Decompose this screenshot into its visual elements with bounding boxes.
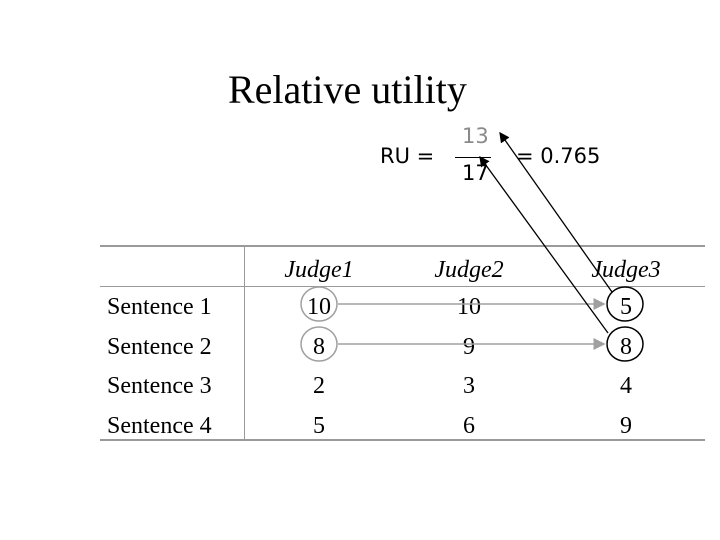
cell-s4-judge2: 6 <box>463 413 475 439</box>
slide-title: Relative utility <box>228 67 467 112</box>
circle-s2-judge3 <box>606 326 644 362</box>
label-column-divider <box>244 247 245 439</box>
cell-s1-judge1: 10 <box>307 294 331 320</box>
ru-numerator: 13 <box>462 124 489 148</box>
cell-s4-judge1: 5 <box>313 413 325 439</box>
circle-s1-judge3 <box>606 286 644 322</box>
cell-s2-judge3: 8 <box>620 334 632 360</box>
circle-s2-judge1 <box>300 326 338 362</box>
arrow-j3-to-numerator <box>499 131 613 293</box>
ru-result: = 0.765 <box>516 144 601 168</box>
cell-s3-judge2: 3 <box>463 373 475 399</box>
cell-s1-judge2: 10 <box>457 294 481 320</box>
row-label-sentence-1: Sentence 1 <box>107 294 212 320</box>
cell-s2-judge2: 9 <box>463 334 475 360</box>
arrow-j3-to-denominator <box>479 155 609 334</box>
header-divider <box>100 286 705 287</box>
circle-s1-judge1 <box>300 286 338 322</box>
row-label-sentence-4: Sentence 4 <box>107 413 212 439</box>
cell-s3-judge3: 4 <box>620 373 632 399</box>
ru-denominator: 17 <box>462 161 489 185</box>
cell-s1-judge3: 5 <box>620 294 632 320</box>
row-label-sentence-2: Sentence 2 <box>107 334 212 360</box>
header-judge1: Judge1 <box>284 257 354 283</box>
ru-label: RU = <box>380 144 435 168</box>
header-judge2: Judge2 <box>434 257 504 283</box>
cell-s4-judge3: 9 <box>620 413 632 439</box>
cell-s2-judge1: 8 <box>313 334 325 360</box>
fraction-bar <box>455 157 491 158</box>
row-label-sentence-3: Sentence 3 <box>107 373 212 399</box>
cell-s3-judge1: 2 <box>313 373 325 399</box>
judgment-table: Judge1 Judge2 Judge3 Sentence 1 10 10 5 … <box>100 245 705 441</box>
